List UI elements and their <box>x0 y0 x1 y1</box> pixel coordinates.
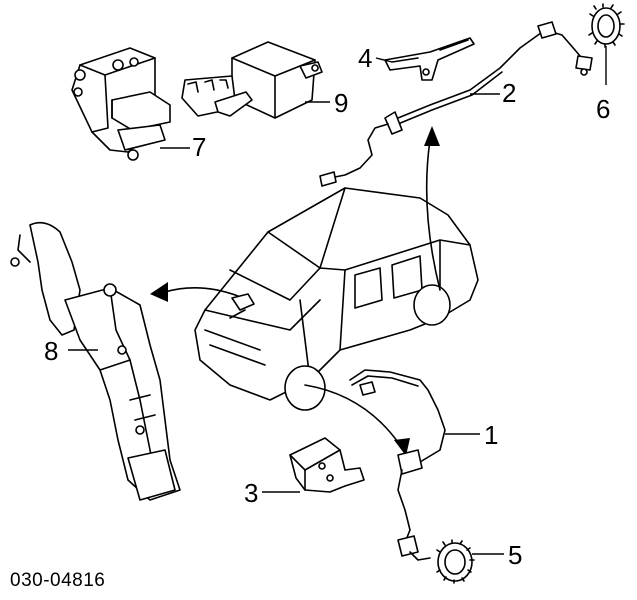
mounting-bracket-part-3 <box>262 437 365 493</box>
arrows <box>150 126 441 456</box>
callout-8: 8 <box>44 336 59 366</box>
rear-wheel-sensor-part-2 <box>319 21 593 187</box>
callout-3: 3 <box>244 478 259 508</box>
rear-sensor-rotor-part-6 <box>588 3 625 85</box>
callout-5: 5 <box>508 540 523 570</box>
callout-4: 4 <box>358 43 373 73</box>
abs-control-module-part-9 <box>181 41 330 119</box>
callout-7: 7 <box>192 132 207 162</box>
front-wheel-sensor-part-1 <box>349 369 480 561</box>
diagram-code: 030-04816 <box>10 570 106 591</box>
vehicle-suv <box>194 187 479 411</box>
callout-9: 9 <box>334 88 349 118</box>
actuator-bracket-part-8 <box>10 221 181 501</box>
callout-1: 1 <box>484 420 499 450</box>
abs-actuator-part-7 <box>71 47 190 161</box>
callout-2: 2 <box>502 78 517 108</box>
bracket-part-4 <box>375 37 475 81</box>
callout-6: 6 <box>596 94 611 124</box>
front-sensor-rotor-part-5 <box>436 539 504 584</box>
